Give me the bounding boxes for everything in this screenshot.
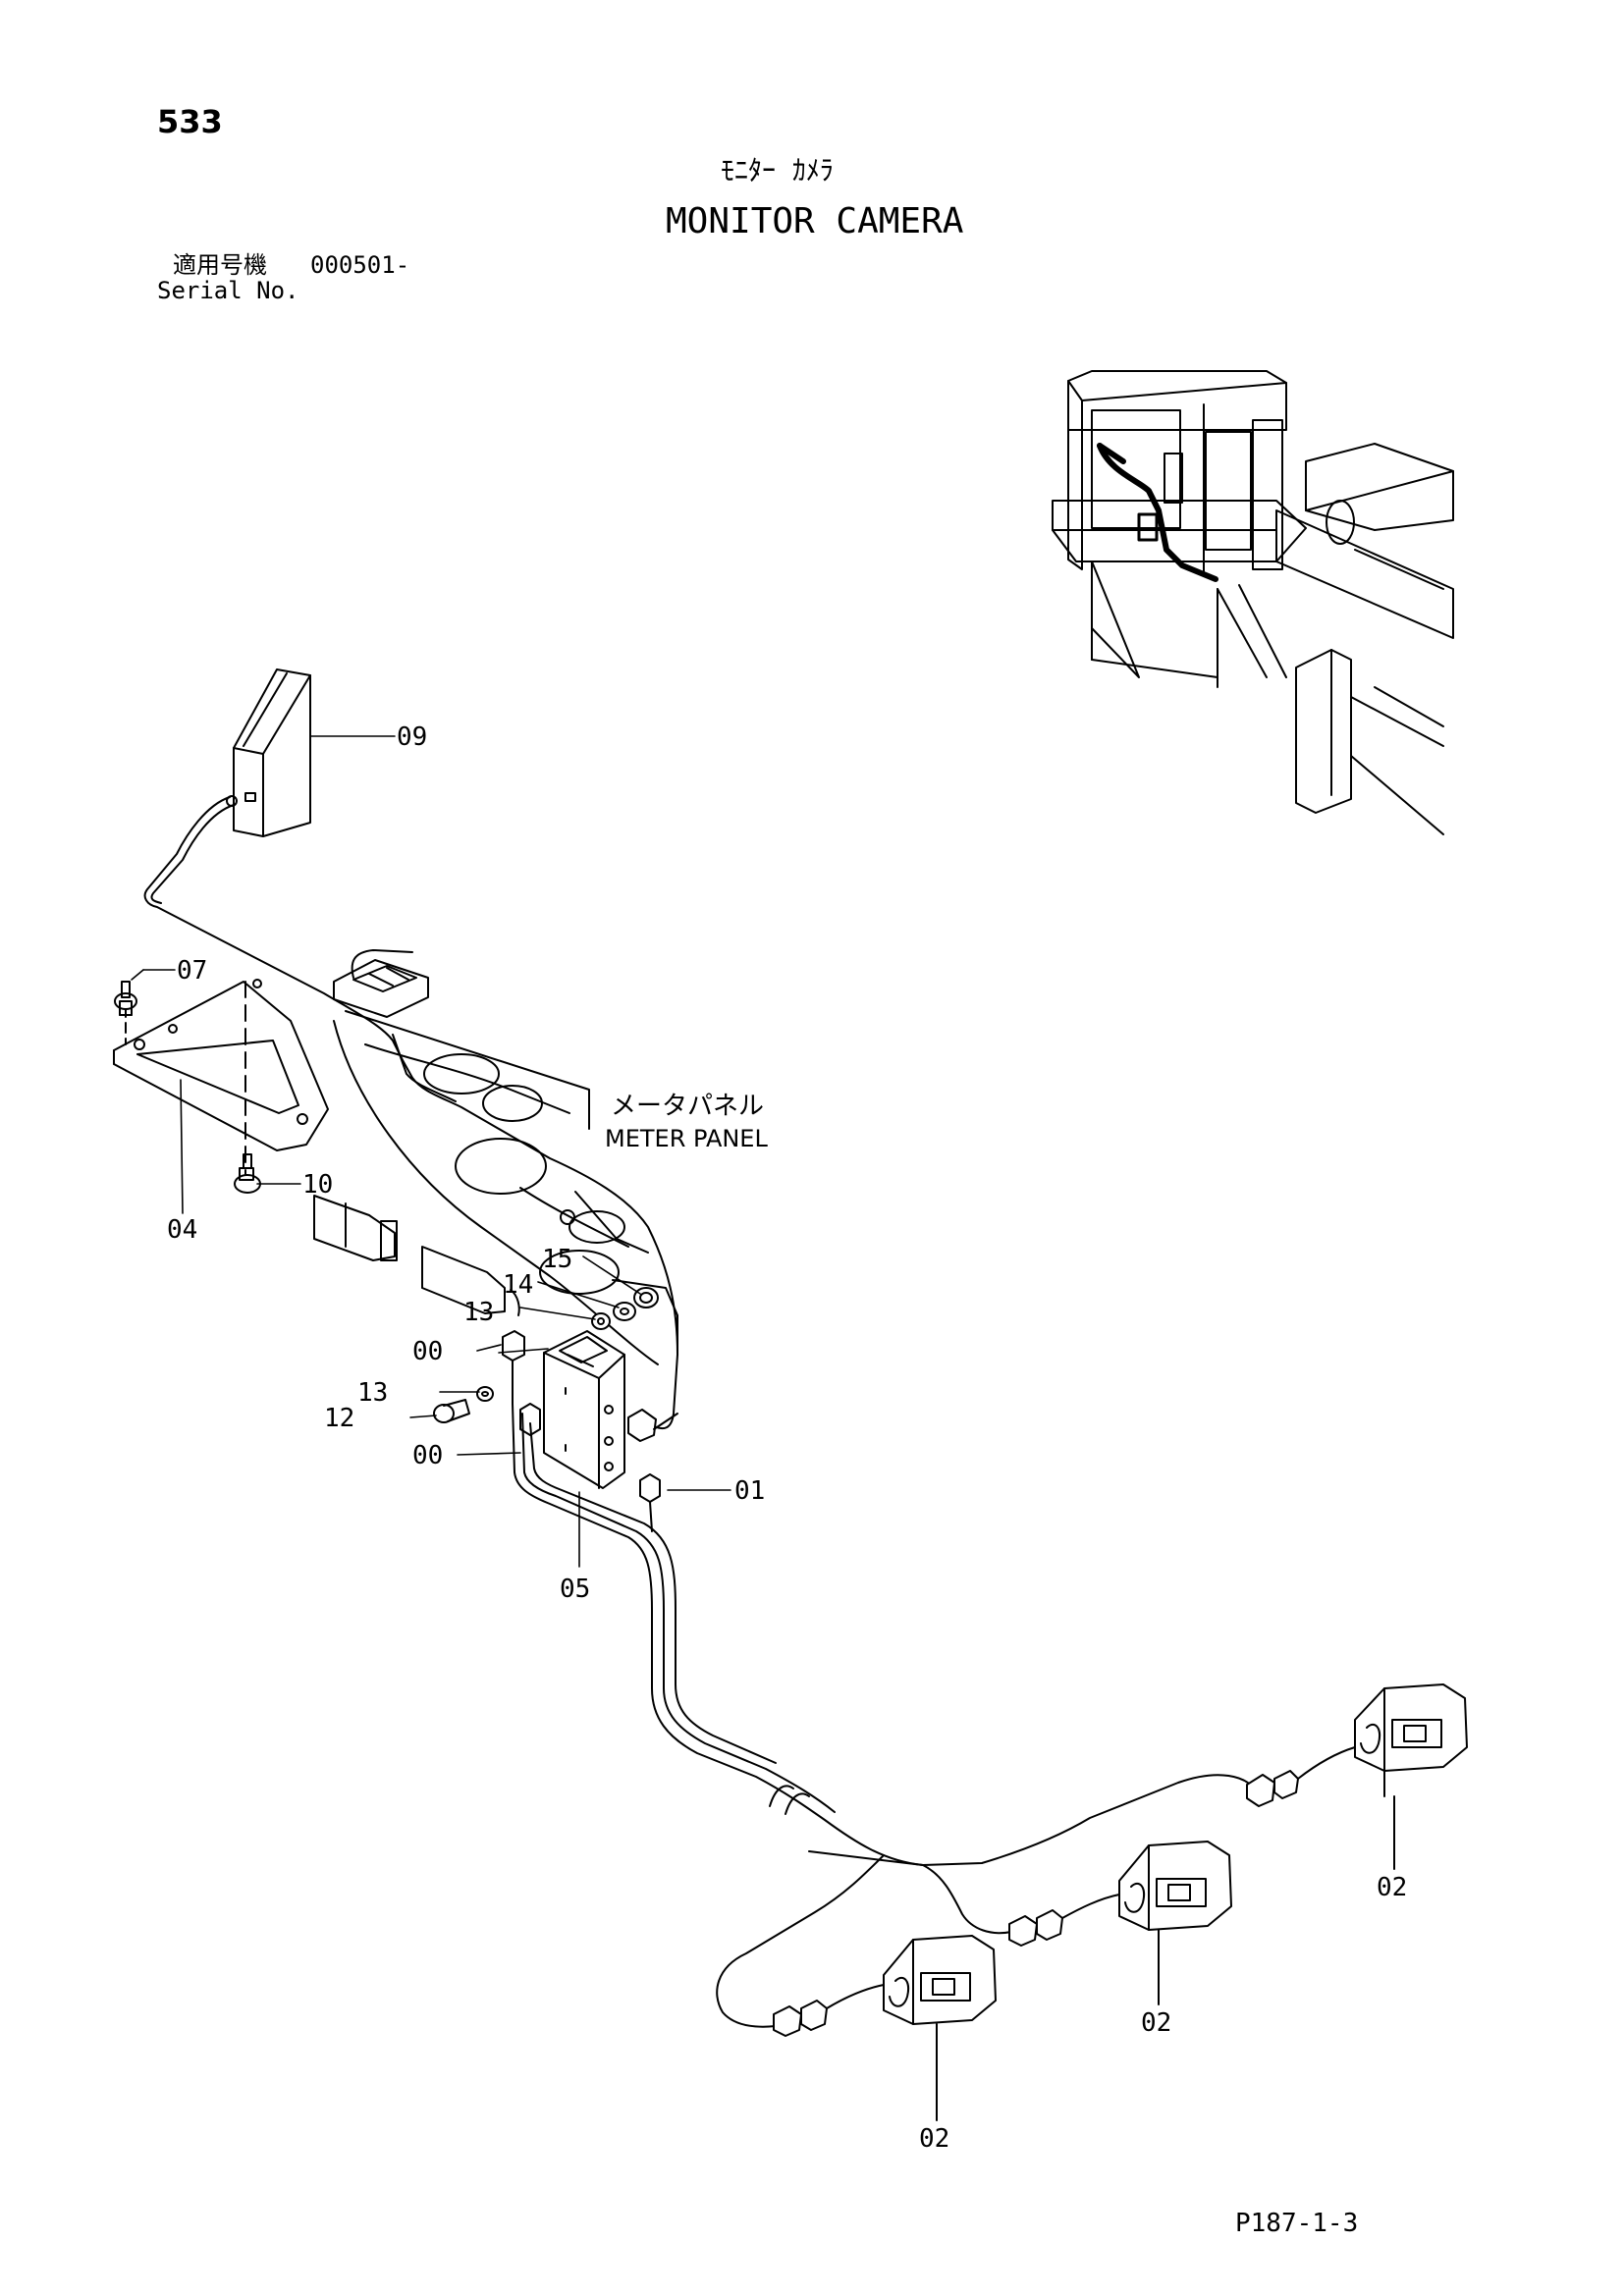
- cable-coupler-right: [1246, 1746, 1356, 1807]
- callout-02-right: 02: [1377, 1873, 1408, 1902]
- callout-02-bottom: 02: [919, 2124, 950, 2154]
- callout-15: 15: [542, 1245, 573, 1274]
- callout-13-lower: 13: [357, 1378, 389, 1408]
- camera-harness: [512, 1403, 1258, 2028]
- serial-label-japanese: 適用号機: [173, 251, 267, 279]
- page-reference: P187-1-3: [1235, 2209, 1359, 2238]
- callout-01: 01: [734, 1476, 766, 1506]
- screw-07: [114, 981, 137, 1016]
- washer-14: [613, 1302, 636, 1321]
- callout-14: 14: [503, 1270, 534, 1300]
- connector-00a: [502, 1330, 525, 1405]
- monitor-display: [226, 668, 311, 837]
- connector-01: [639, 1473, 661, 1532]
- callout-13-upper: 13: [463, 1298, 495, 1327]
- camera-middle: [1118, 1841, 1232, 2005]
- screw-10: [234, 1153, 261, 1194]
- callout-02-middle: 02: [1141, 2008, 1172, 2038]
- camera-right: [1354, 1683, 1468, 1870]
- connector-00b: [519, 1403, 541, 1436]
- meter-panel-label: METER PANEL: [605, 1125, 768, 1152]
- callout-10: 10: [302, 1170, 334, 1200]
- callout-09: 09: [397, 722, 428, 752]
- callout-05: 05: [560, 1575, 591, 1604]
- callout-04: 04: [167, 1215, 198, 1245]
- bracket-plate: [113, 979, 329, 1175]
- serial-range: 000501-: [310, 251, 410, 279]
- screw-12: [433, 1399, 470, 1423]
- callout-00-upper: 00: [412, 1337, 444, 1366]
- page-number: 533: [157, 103, 223, 140]
- callout-07: 07: [177, 956, 208, 986]
- leader-lines: [131, 735, 731, 1568]
- title-japanese: ﾓﾆﾀｰ ｶﾒﾗ: [721, 154, 834, 187]
- callout-00-lower: 00: [412, 1441, 444, 1470]
- page-title: MONITOR CAMERA: [666, 201, 964, 241]
- washer-13b: [476, 1386, 494, 1402]
- serial-label: Serial No.: [157, 277, 299, 304]
- meter-panel: [313, 949, 678, 1365]
- bolt-15: [633, 1287, 659, 1308]
- harness-connector: [627, 1409, 678, 1442]
- washer-13a: [591, 1312, 611, 1330]
- meter-panel-label-japanese: メータパネル: [611, 1092, 765, 1121]
- cable-coupler-middle: [1008, 1894, 1120, 1947]
- controller-unit: [543, 1330, 625, 1489]
- callout-12: 12: [324, 1404, 355, 1433]
- cable-coupler-bottom: [773, 1984, 885, 2037]
- camera-bottom: [883, 1935, 997, 2121]
- machine-overview-illustration: [1052, 370, 1454, 835]
